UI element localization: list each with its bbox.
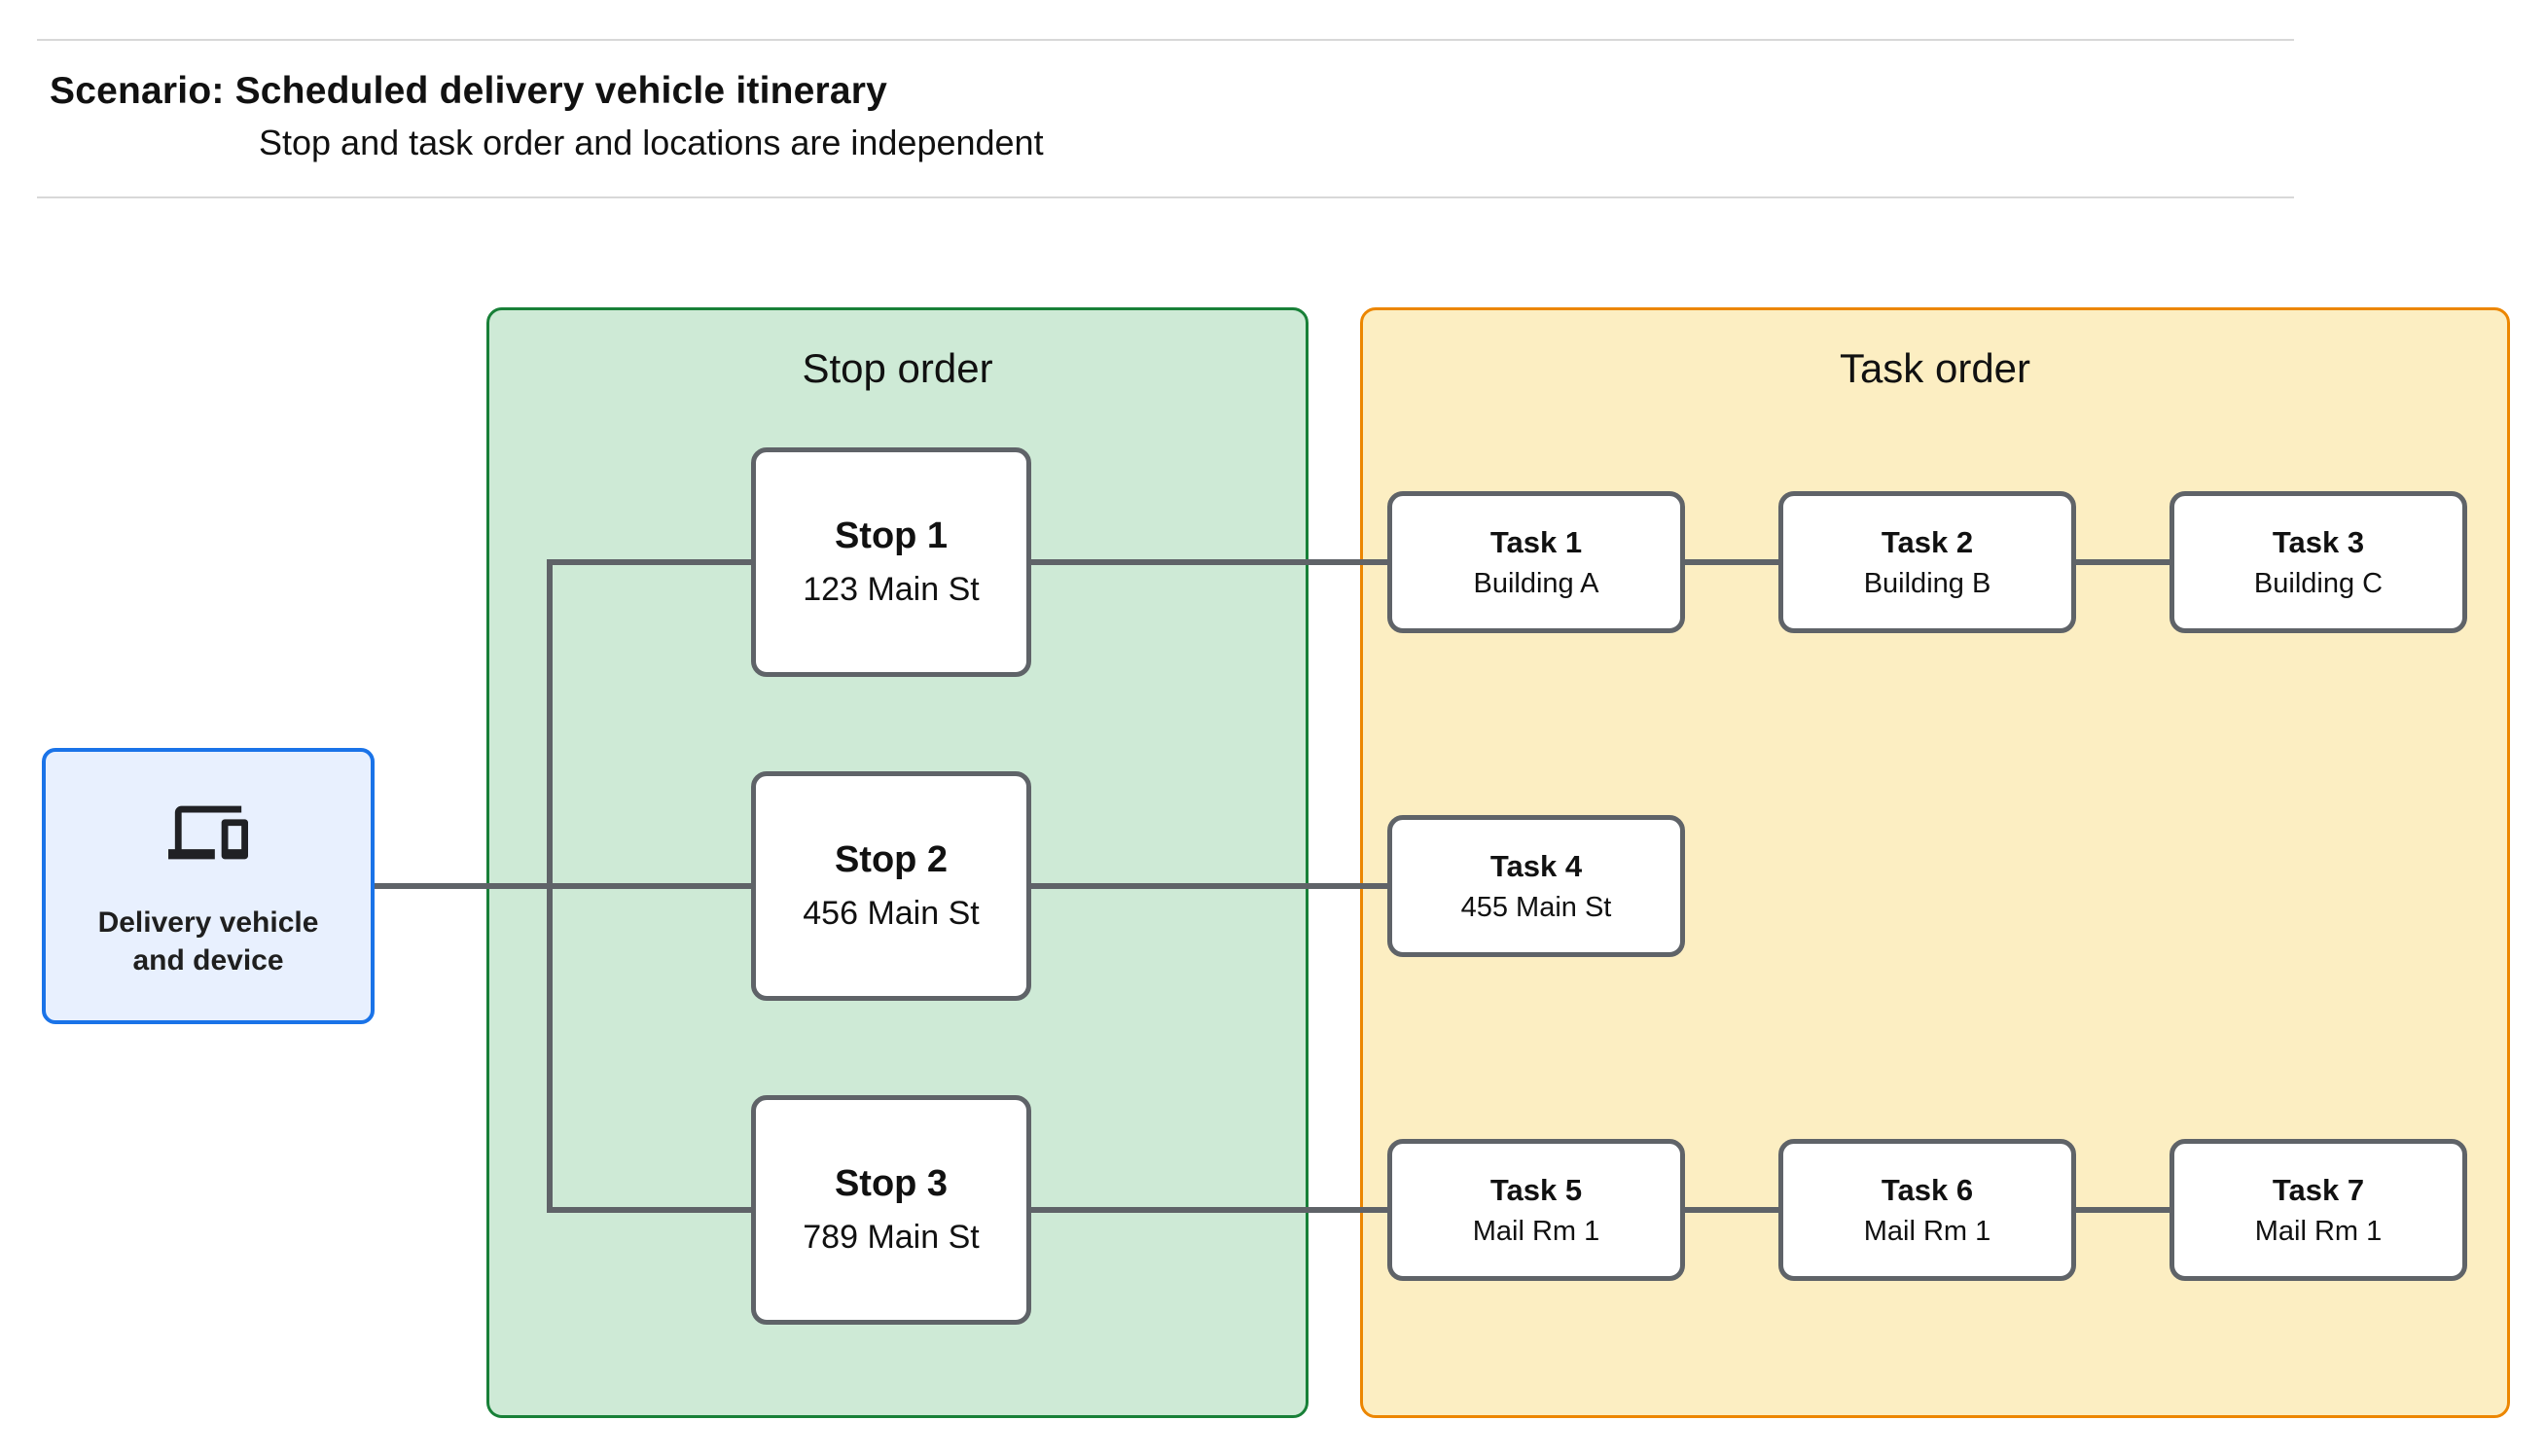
stop-2-title: Stop 2 — [834, 839, 949, 880]
task-7-title: Task 7 — [2272, 1172, 2365, 1207]
connector-branch-vertical — [547, 559, 553, 1213]
task-5-location: Mail Rm 1 — [1472, 1215, 1600, 1247]
connector-task1-task2 — [1683, 559, 1780, 565]
stop-2-card: Stop 2 456 Main St — [751, 771, 1031, 1001]
task-4-card: Task 4 455 Main St — [1387, 815, 1685, 957]
task-5-card: Task 5 Mail Rm 1 — [1387, 1139, 1685, 1281]
connector-task6-task7 — [2074, 1207, 2171, 1213]
task-4-location: 455 Main St — [1460, 891, 1612, 923]
connector-vehicle-trunk — [373, 883, 759, 889]
connector-branch-stop3 — [547, 1207, 751, 1213]
page-subtitle: Stop and task order and locations are in… — [259, 123, 1044, 162]
task-6-title: Task 6 — [1881, 1172, 1974, 1207]
connector-branch-stop1 — [547, 559, 751, 565]
connector-task2-task3 — [2074, 559, 2171, 565]
stop-1-card: Stop 1 123 Main St — [751, 447, 1031, 677]
divider-top — [37, 39, 2294, 41]
connector-stop2-task4 — [1026, 883, 1387, 889]
task-4-title: Task 4 — [1489, 848, 1583, 883]
delivery-vehicle-node: Delivery vehicle and device — [42, 748, 375, 1024]
divider-bottom — [37, 196, 2294, 198]
stop-2-address: 456 Main St — [803, 895, 980, 932]
task-order-panel-title: Task order — [1839, 345, 2031, 391]
connector-stop1-task1 — [1026, 559, 1387, 565]
task-1-location: Building A — [1473, 567, 1599, 599]
task-3-location: Building C — [2253, 567, 2384, 599]
task-7-card: Task 7 Mail Rm 1 — [2169, 1139, 2467, 1281]
stop-3-title: Stop 3 — [834, 1163, 949, 1204]
stop-1-address: 123 Main St — [803, 571, 980, 608]
connector-task5-task6 — [1683, 1207, 1780, 1213]
vehicle-label: Delivery vehicle and device — [97, 906, 319, 977]
task-5-title: Task 5 — [1489, 1172, 1583, 1207]
stop-3-address: 789 Main St — [803, 1219, 980, 1256]
task-3-card: Task 3 Building C — [2169, 491, 2467, 633]
task-6-location: Mail Rm 1 — [1863, 1215, 1991, 1247]
connector-stop3-task5 — [1026, 1207, 1387, 1213]
stop-order-panel-title: Stop order — [802, 345, 993, 391]
devices-icon — [168, 805, 248, 860]
task-2-location: Building B — [1863, 567, 1991, 599]
page-title: Scenario: Scheduled delivery vehicle iti… — [50, 70, 888, 112]
task-2-title: Task 2 — [1881, 524, 1974, 559]
task-7-location: Mail Rm 1 — [2254, 1215, 2383, 1247]
stop-3-card: Stop 3 789 Main St — [751, 1095, 1031, 1325]
task-2-card: Task 2 Building B — [1778, 491, 2076, 633]
task-3-title: Task 3 — [2272, 524, 2365, 559]
task-6-card: Task 6 Mail Rm 1 — [1778, 1139, 2076, 1281]
stop-1-title: Stop 1 — [834, 515, 949, 556]
task-1-title: Task 1 — [1489, 524, 1583, 559]
task-1-card: Task 1 Building A — [1387, 491, 1685, 633]
